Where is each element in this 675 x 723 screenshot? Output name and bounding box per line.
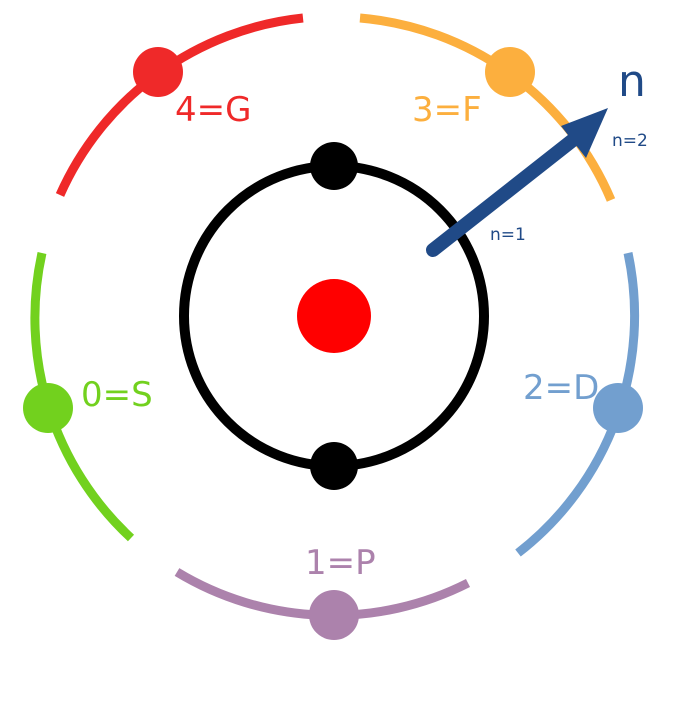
electron-inner-top [310,142,358,190]
quantum-number-arrow [426,108,608,257]
orbital-arc-f [359,13,616,202]
electron-d [593,383,643,433]
orbital-label-p: 1=P [305,543,376,583]
arrow-shaft [426,129,585,257]
electron-inner-bottom [310,442,358,490]
electron-f [485,47,535,97]
arrow-head [561,108,608,158]
orbital-label-s: 0=S [81,375,153,415]
quantum-number-symbol: n [618,56,646,107]
orbital-label-g: 4=G [175,90,251,130]
orbital-label-d: 2=D [523,368,599,408]
shell-label-inner: n=1 [490,225,526,245]
shell-label-outer: n=2 [612,131,648,151]
electron-g [133,47,183,97]
electron-s [23,383,73,433]
nucleus [297,279,371,353]
orbital-label-f: 3=F [412,90,482,130]
electron-p [309,590,359,640]
